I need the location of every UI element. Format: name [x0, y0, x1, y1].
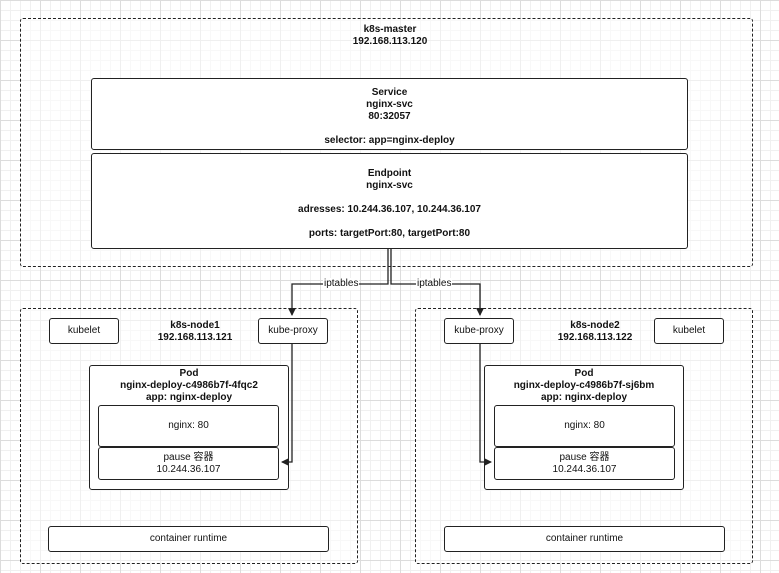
endpoint-addresses: adresses: 10.244.36.107, 10.244.36.107	[298, 204, 481, 215]
node1-name: k8s-node1	[170, 320, 220, 331]
edge-label-iptables-left: iptables	[323, 278, 360, 290]
node2-container-runtime[interactable]: container runtime	[444, 526, 725, 552]
endpoint-ports: ports: targetPort:80, targetPort:80	[308, 228, 471, 239]
node2-ip: 192.168.113.122	[557, 332, 633, 343]
node2-pod-app: app: nginx-deploy	[540, 392, 628, 403]
node2-pause-label: pause 容器	[559, 452, 610, 463]
master-name: k8s-master	[363, 24, 417, 35]
node1-pause-label: pause 容器	[163, 452, 214, 463]
node1-kubelet[interactable]: kubelet	[49, 318, 119, 344]
service-selector: selector: app=nginx-deploy	[324, 135, 455, 146]
service-name: nginx-svc	[366, 99, 413, 110]
edge-label-iptables-right: iptables	[416, 278, 453, 290]
node2-kubelet[interactable]: kubelet	[654, 318, 724, 344]
node2-pod-title: Pod	[574, 368, 594, 379]
node1-pause-container[interactable]: pause 容器 10.244.36.107	[98, 447, 279, 480]
endpoint-box[interactable]: Endpoint nginx-svc adresses: 10.244.36.1…	[91, 153, 688, 249]
node1-pod-name: nginx-deploy-c4986b7f-4fqc2	[120, 380, 258, 391]
node2-nginx-container[interactable]: nginx: 80	[494, 405, 675, 447]
node1-nginx-container[interactable]: nginx: 80	[98, 405, 279, 447]
service-port: 80:32057	[368, 111, 411, 122]
edge-node2-proxy-to-pause	[479, 344, 492, 466]
endpoint-title: Endpoint	[367, 168, 412, 179]
endpoint-name: nginx-svc	[366, 180, 413, 191]
node1-title: k8s-node1 192.168.113.121	[135, 320, 255, 344]
node1-ip: 192.168.113.121	[157, 332, 233, 343]
master-ip: 192.168.113.120	[352, 36, 428, 47]
service-box[interactable]: Service nginx-svc 80:32057 selector: app…	[91, 78, 688, 150]
node2-pause-ip: 10.244.36.107	[552, 464, 617, 475]
master-title: k8s-master 192.168.113.120	[290, 24, 490, 48]
node1-pod-app: app: nginx-deploy	[145, 392, 233, 403]
node1-container-runtime[interactable]: container runtime	[48, 526, 329, 552]
edge-node1-proxy-to-pause	[281, 344, 293, 466]
node2-name: k8s-node2	[570, 320, 620, 331]
service-title: Service	[371, 87, 408, 98]
node2-pod-name: nginx-deploy-c4986b7f-sj6bm	[513, 380, 655, 391]
node1-pod-title: Pod	[179, 368, 199, 379]
node1-pause-ip: 10.244.36.107	[156, 464, 221, 475]
node1-kube-proxy[interactable]: kube-proxy	[258, 318, 328, 344]
node2-pause-container[interactable]: pause 容器 10.244.36.107	[494, 447, 675, 480]
node2-title: k8s-node2 192.168.113.122	[535, 320, 655, 344]
node2-kube-proxy[interactable]: kube-proxy	[444, 318, 514, 344]
